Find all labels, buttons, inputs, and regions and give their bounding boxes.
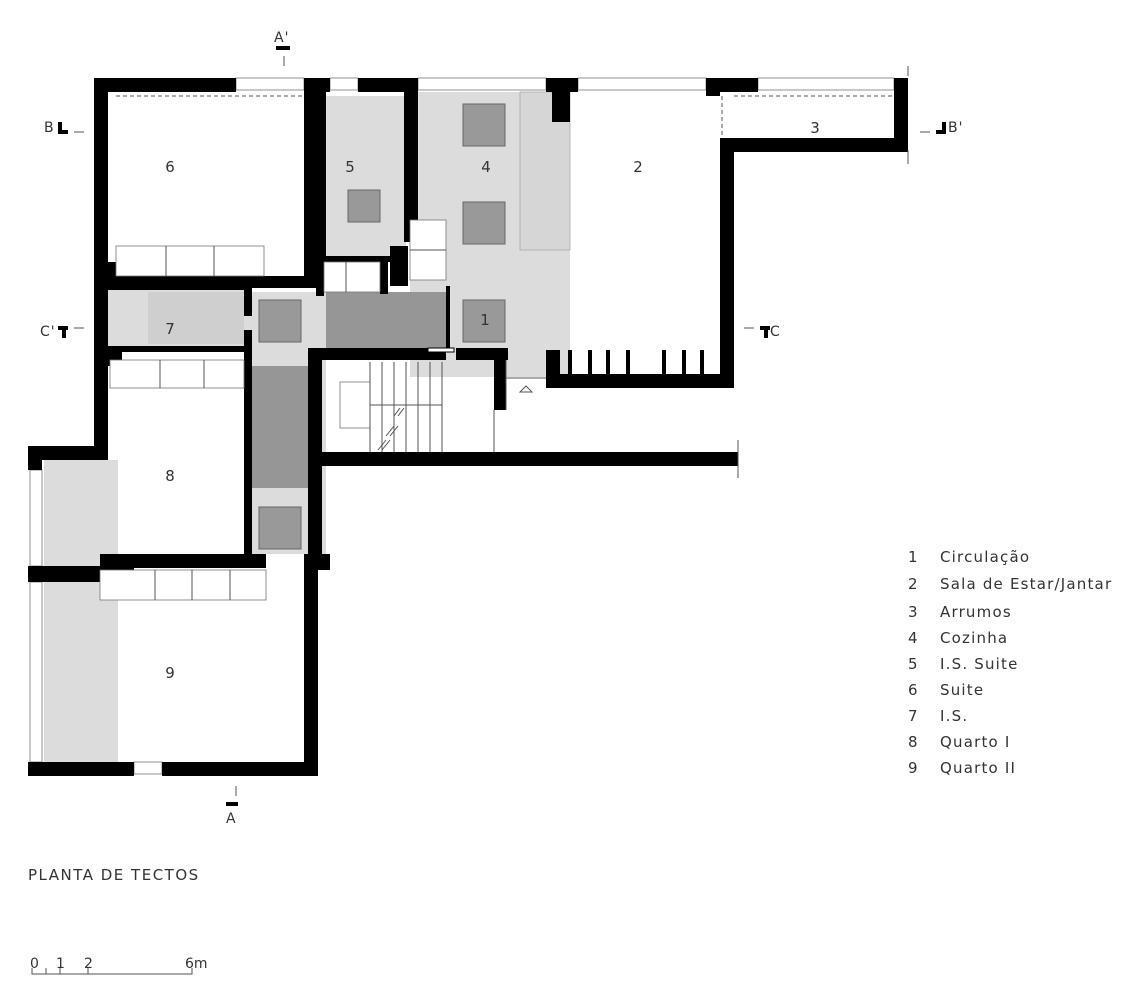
section-mark-b-right: B' bbox=[948, 120, 963, 136]
legend-label-5: I.S. Suite bbox=[940, 655, 1019, 673]
legend-number-5: 5 bbox=[908, 655, 919, 673]
legend-number-6: 6 bbox=[908, 681, 919, 699]
section-marks: A' A B B' C' C bbox=[40, 30, 963, 827]
room-number-7: 7 bbox=[165, 320, 175, 338]
room-number-3: 3 bbox=[810, 119, 820, 137]
legend-number-1: 1 bbox=[908, 548, 919, 566]
scale-bar: 0 1 2 6m bbox=[30, 956, 208, 975]
room-number-8: 8 bbox=[165, 467, 175, 485]
legend-label-2: Sala de Estar/Jantar bbox=[940, 575, 1112, 593]
section-mark-c-right: C bbox=[770, 324, 781, 340]
scale-label-1: 1 bbox=[56, 956, 65, 972]
section-mark-c-left: C' bbox=[40, 324, 56, 340]
legend-number-9: 9 bbox=[908, 759, 919, 777]
room-number-6: 6 bbox=[165, 158, 175, 176]
legend-number-2: 2 bbox=[908, 575, 919, 593]
legend-label-7: I.S. bbox=[940, 707, 968, 725]
legend-number-3: 3 bbox=[908, 603, 919, 621]
section-mark-a-bottom: A bbox=[226, 811, 237, 827]
room-number-9: 9 bbox=[165, 664, 175, 682]
room-legend: 1 Circulação 2 Sala de Estar/Jantar 3 Ar… bbox=[908, 548, 1112, 777]
room-number-1: 1 bbox=[480, 311, 490, 329]
legend-number-8: 8 bbox=[908, 733, 919, 751]
legend-label-6: Suite bbox=[940, 681, 984, 699]
scale-label-6m: 6m bbox=[185, 956, 208, 972]
legend-number-7: 7 bbox=[908, 707, 919, 725]
legend-label-9: Quarto II bbox=[940, 759, 1016, 777]
section-mark-a-top: A' bbox=[274, 30, 289, 46]
windows bbox=[29, 77, 895, 775]
scale-label-2: 2 bbox=[84, 956, 93, 972]
drawing-title: PLANTA DE TECTOS bbox=[28, 866, 200, 884]
ceiling-light-panels bbox=[258, 103, 506, 550]
legend-label-8: Quarto I bbox=[940, 733, 1011, 751]
room-number-2: 2 bbox=[633, 158, 643, 176]
room-number-5: 5 bbox=[345, 158, 355, 176]
legend-label-3: Arrumos bbox=[940, 603, 1012, 621]
scale-label-0: 0 bbox=[30, 956, 39, 972]
legend-number-4: 4 bbox=[908, 629, 919, 647]
room-number-4: 4 bbox=[481, 158, 491, 176]
section-mark-b-left: B bbox=[44, 120, 55, 136]
interior-details bbox=[99, 95, 894, 601]
stair bbox=[339, 362, 495, 452]
legend-label-1: Circulação bbox=[940, 548, 1030, 566]
legend-label-4: Cozinha bbox=[940, 629, 1008, 647]
room-numbers: 1 2 3 4 5 6 7 8 9 bbox=[165, 119, 820, 682]
